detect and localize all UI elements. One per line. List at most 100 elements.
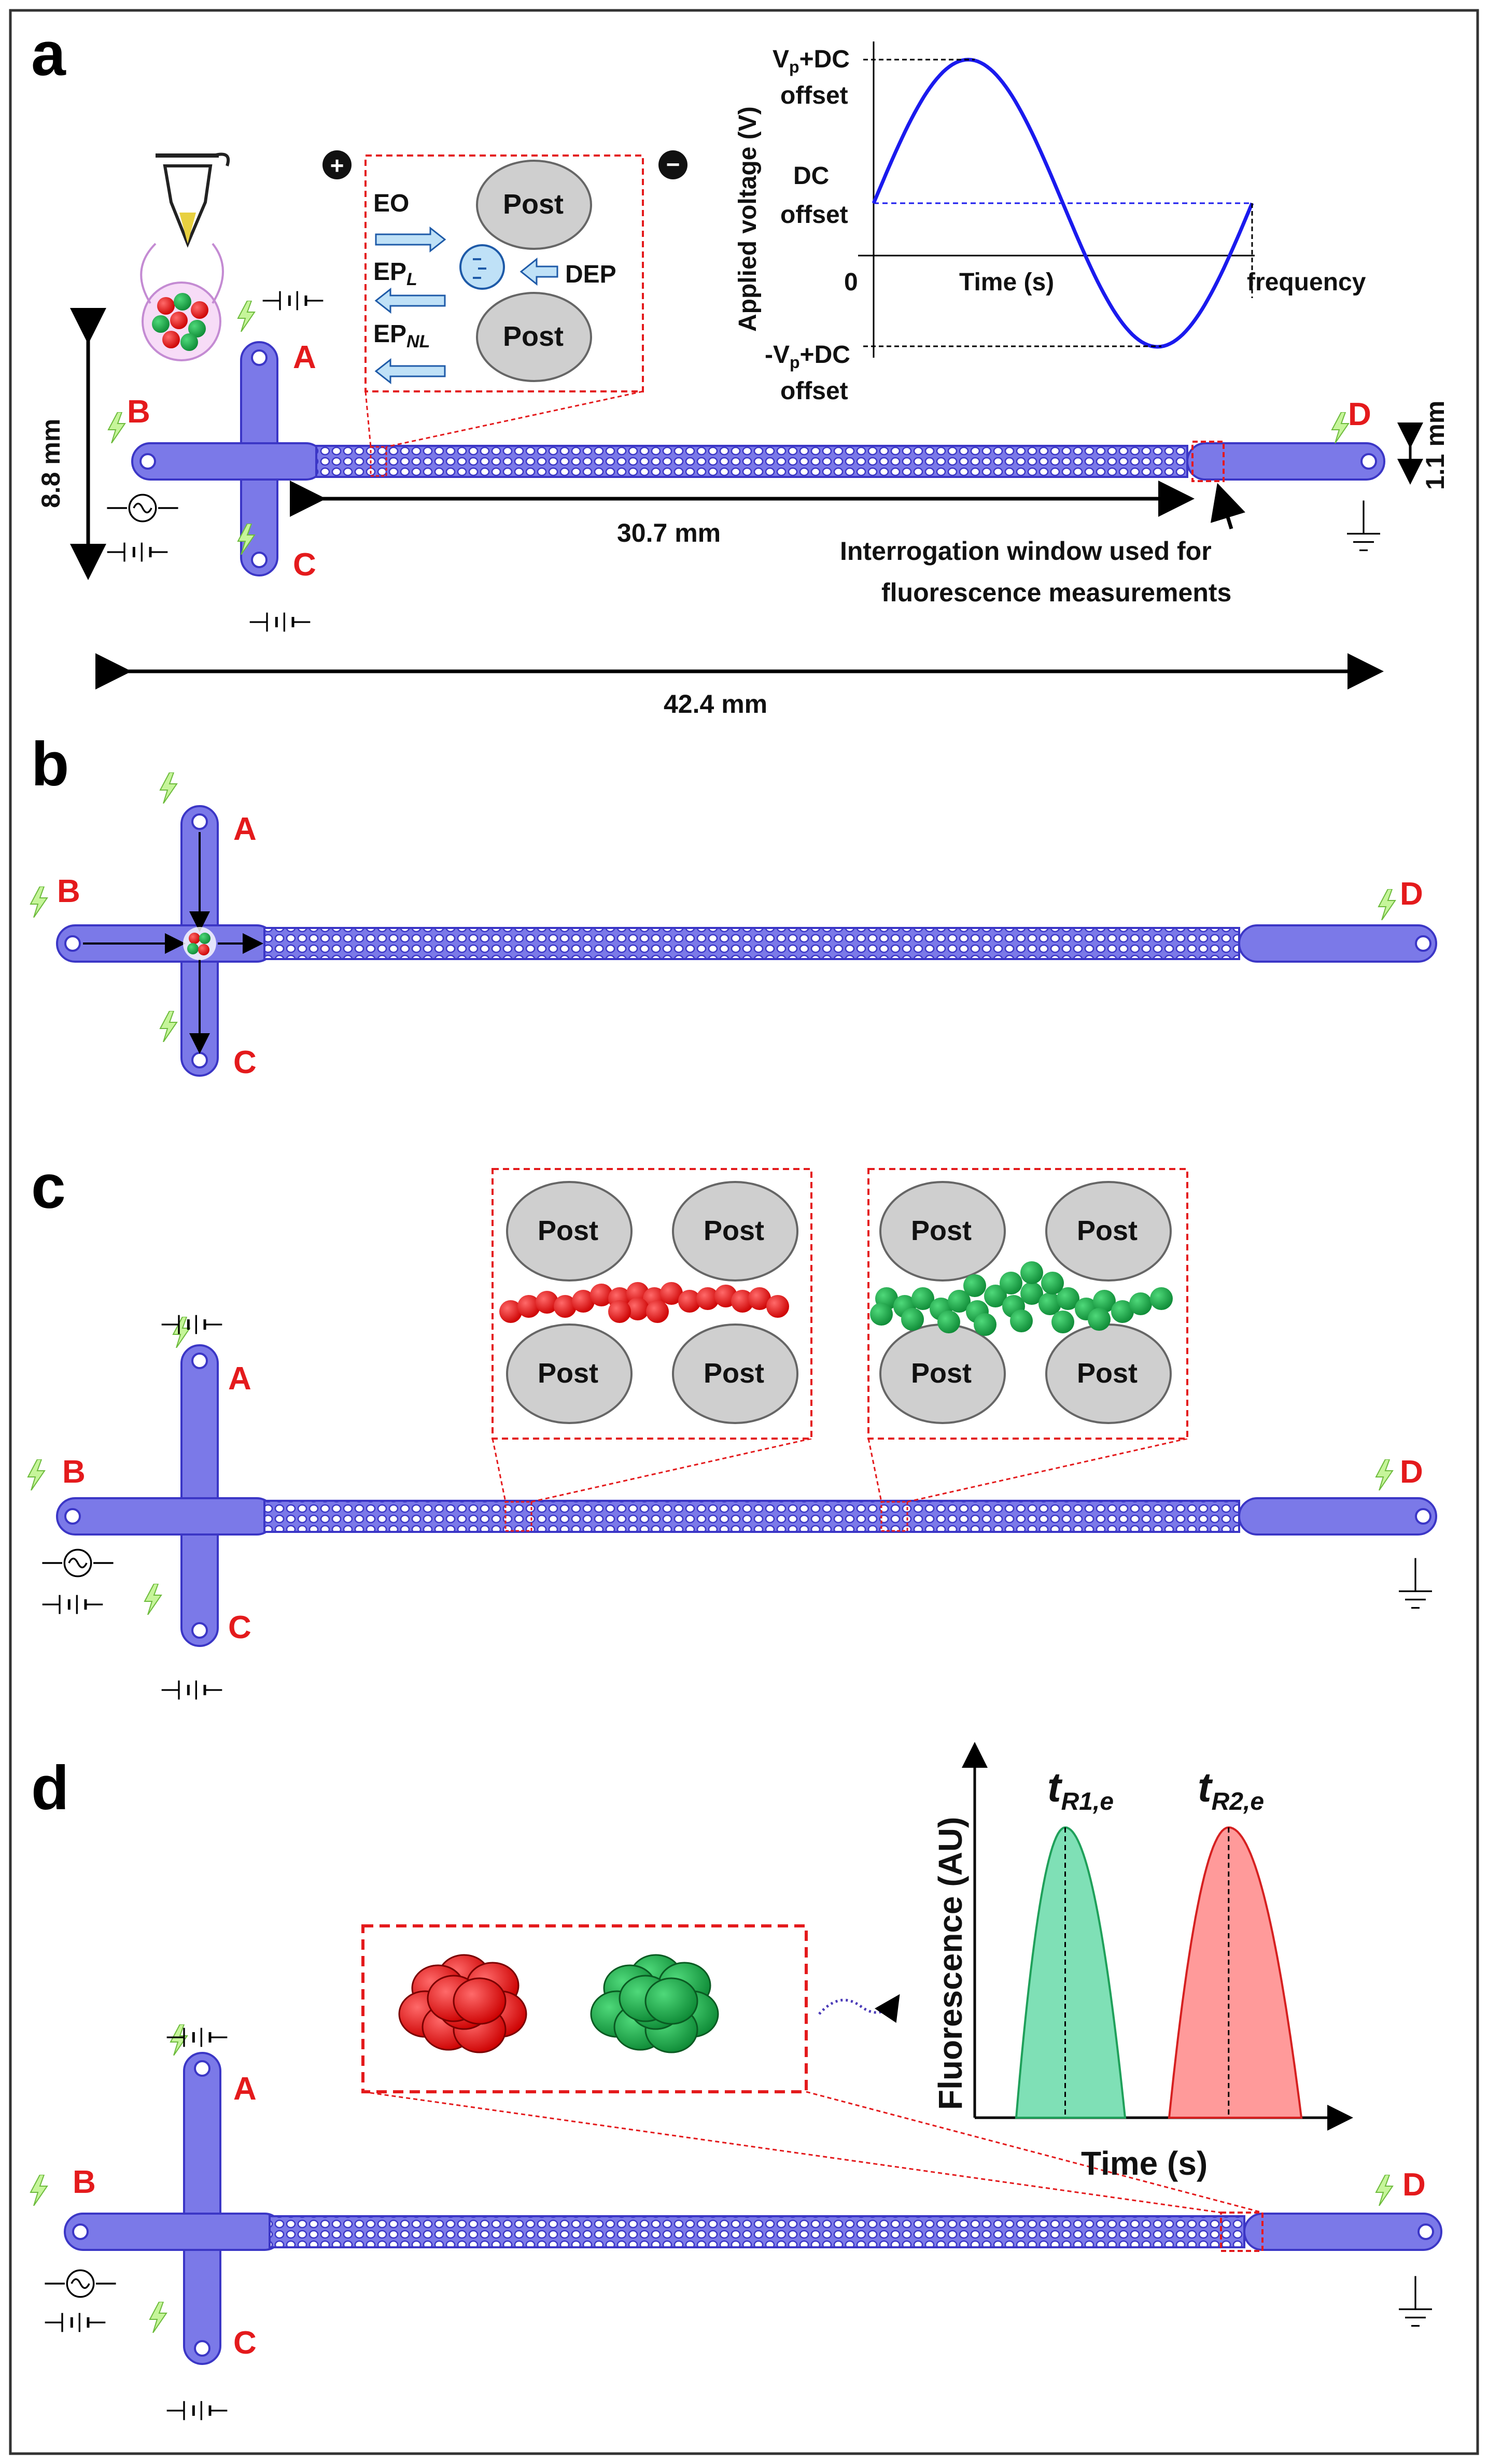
- red-particle: [499, 1300, 522, 1323]
- post-label: Post: [704, 1215, 764, 1246]
- port-label-b: B: [73, 2164, 96, 2200]
- voltage-plot-ylabel: Applied voltage (V): [734, 106, 762, 332]
- voltage-plot-xlabel: Time (s): [959, 269, 1054, 296]
- inset-source-box-red: [504, 1501, 532, 1532]
- battery-icon: [43, 1595, 103, 1614]
- electrode-icon: [30, 886, 48, 918]
- post-array-channel: [269, 2215, 1245, 2248]
- red-particle: [696, 1287, 719, 1310]
- reservoir-b: [64, 935, 81, 952]
- post-label: Post: [503, 321, 564, 352]
- plus-electrode-label: +: [330, 152, 344, 179]
- post-bottom: [476, 292, 592, 382]
- device-a: [108, 301, 1385, 576]
- electrode-icon: [149, 2302, 167, 2333]
- force-ep-nonlinear-label: EPNL: [373, 320, 430, 351]
- reservoir-c: [251, 552, 268, 568]
- electrode-icon: [144, 1584, 162, 1615]
- post-label: Post: [503, 189, 564, 220]
- post-label: Post: [538, 1358, 598, 1389]
- dimension-height: 8.8 mm: [36, 419, 65, 508]
- green-cluster-cell: [644, 1977, 698, 2025]
- battery-icon: [162, 1681, 222, 1700]
- reservoir-b: [72, 2223, 89, 2240]
- red-particle: [731, 1290, 754, 1313]
- panel-c-letter: c: [31, 1152, 66, 1221]
- outlet-channel: [1238, 924, 1437, 963]
- cluster-inset: [361, 1924, 900, 2093]
- cross-horizontal-channel: [131, 442, 325, 481]
- electrode-icon: [30, 2175, 48, 2206]
- reservoir-a: [191, 813, 208, 830]
- interrogation-note-line1: Interrogation window used for: [840, 537, 1212, 566]
- red-particle: [554, 1295, 577, 1318]
- reservoir-a: [251, 349, 268, 366]
- reservoir-c: [191, 1052, 208, 1068]
- minus-electrode-label: −: [666, 151, 680, 178]
- electrode-icon: [160, 772, 177, 804]
- voltage-plot-top-label: Vp+DC: [773, 46, 850, 76]
- battery-icon: [162, 1315, 222, 1334]
- red-particle: [660, 1282, 683, 1305]
- dimension-channel-width: 1.1 mm: [1421, 401, 1450, 490]
- cross-horizontal-channel: [64, 2213, 284, 2251]
- electrode-icon: [1375, 2175, 1393, 2206]
- ac-source-icon: [106, 494, 179, 523]
- ground-icon: [1398, 1558, 1433, 1609]
- battery-icon: [250, 613, 311, 632]
- green-particle: [1000, 1272, 1022, 1294]
- port-label-a: A: [228, 1361, 251, 1397]
- reservoir-b: [64, 1508, 81, 1525]
- ground-icon: [1346, 500, 1381, 552]
- reservoir-d: [1360, 453, 1377, 470]
- voltage-plot: Applied voltage (V) Vp+DC offset DC offs…: [734, 41, 1366, 405]
- voltage-plot-bottom-label: -Vp+DC: [765, 341, 850, 372]
- voltage-plot-zero-label: 0: [844, 269, 858, 296]
- port-label-d: D: [1402, 2167, 1426, 2203]
- red-particle: [536, 1291, 558, 1314]
- post-label: Post: [538, 1215, 598, 1246]
- force-inset: Post Post EO EPL EPNL DEP + −: [322, 150, 687, 448]
- interrogation-note-line2: fluorescence measurements: [881, 578, 1231, 607]
- electrode-icon: [108, 412, 125, 443]
- port-label-d: D: [1400, 876, 1423, 912]
- reservoir-d: [1415, 935, 1431, 952]
- inset-source-box-green: [880, 1501, 908, 1532]
- red-particle: [608, 1300, 631, 1323]
- ground-icon: [1398, 2276, 1433, 2327]
- battery-icon: [107, 543, 168, 562]
- outlet-channel: [1243, 2213, 1442, 2251]
- green-band-inset: Post Post Post Post: [867, 1168, 1188, 1440]
- green-particle: [1051, 1311, 1074, 1333]
- panel-b: b A B C D: [30, 729, 1437, 1080]
- electrode-icon: [1378, 889, 1396, 920]
- green-particle: [911, 1287, 934, 1310]
- green-particle: [937, 1311, 960, 1333]
- outlet-channel: [1238, 1497, 1437, 1536]
- post-label: Post: [1077, 1215, 1138, 1246]
- green-particle: [1088, 1308, 1111, 1331]
- port-label-b: B: [62, 1454, 86, 1490]
- battery-icon: [167, 2028, 228, 2047]
- reservoir-b: [139, 453, 156, 470]
- post-array-channel: [263, 1500, 1240, 1533]
- green-particle: [1038, 1292, 1061, 1315]
- green-particle: [1129, 1292, 1152, 1315]
- outlet-channel: [1186, 442, 1385, 481]
- panel-a: a A B C D: [31, 19, 1450, 719]
- post-label: Post: [911, 1215, 972, 1246]
- particle: [459, 244, 505, 290]
- peak1-label: tR1,e: [1047, 1764, 1114, 1815]
- post-array-channel: [315, 445, 1188, 478]
- post-top: [476, 160, 592, 250]
- force-eo-label: EO: [373, 190, 409, 217]
- port-label-c: C: [228, 1610, 251, 1645]
- minus-electrode-icon: [658, 150, 687, 179]
- cross-vertical-channel: [180, 1344, 219, 1647]
- red-particle: [626, 1298, 649, 1320]
- sample-plug: [183, 927, 216, 960]
- port-label-a: A: [233, 811, 257, 847]
- voltage-plot-frequency-label: frequency: [1247, 269, 1366, 296]
- plus-electrode-icon: [322, 150, 352, 179]
- post-label: Post: [911, 1358, 972, 1389]
